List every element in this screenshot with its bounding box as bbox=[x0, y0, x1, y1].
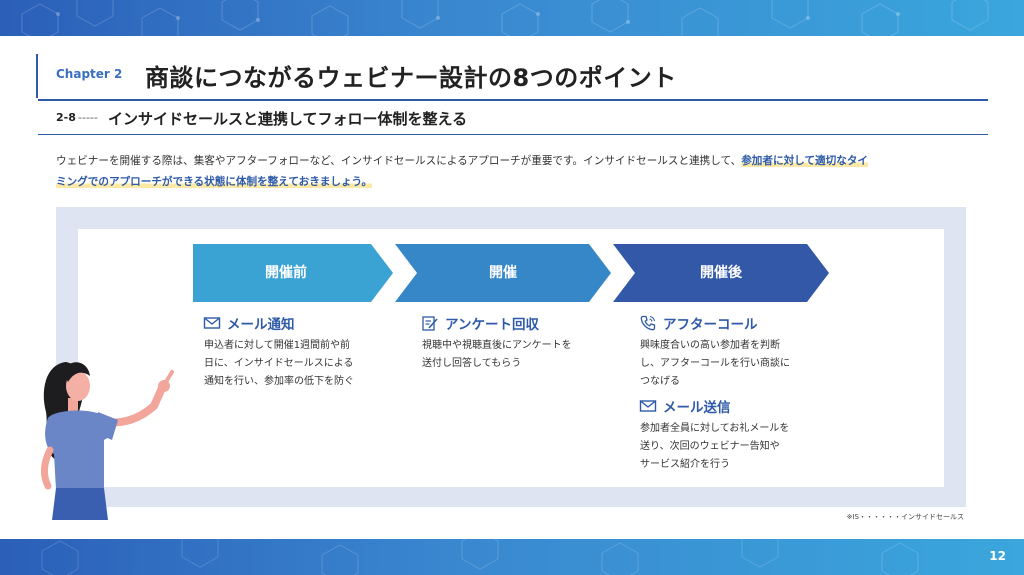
mail-icon bbox=[639, 400, 657, 412]
top-decorative-band bbox=[0, 0, 1024, 36]
description-line: つなげる bbox=[640, 376, 680, 387]
header-divider bbox=[38, 99, 988, 101]
hexagon-pattern-icon bbox=[41, 539, 919, 575]
section-number: 2-8 bbox=[56, 111, 76, 124]
intro-text: ウェビナーを開催する際は、集客やアフターフォローなど、インサイドセールスによるア… bbox=[56, 155, 742, 167]
description-line: 日に、インサイドセールスによる bbox=[204, 358, 354, 369]
hexagon-pattern-icon bbox=[21, 0, 989, 36]
chapter-label: Chapter 2 bbox=[56, 67, 123, 81]
description-line: 送付し回答してもらう bbox=[422, 358, 522, 369]
phase-during: 開催 bbox=[395, 244, 611, 302]
bottom-decorative-band: 12 bbox=[0, 539, 1024, 575]
chevron-arrow-icon bbox=[613, 244, 829, 302]
intro-highlight-2: ミングでのアプローチができる状態に体制を整えておきましょう。 bbox=[56, 176, 373, 188]
survey-description: 視聴中や視聴直後にアンケートを 送付し回答してもらう bbox=[422, 337, 572, 373]
after-call-heading: アフターコール bbox=[639, 313, 758, 333]
phase-during-label: 開催 bbox=[489, 265, 517, 281]
description-line: 興味度合いの高い参加者を判断 bbox=[640, 340, 780, 351]
mail-notice-title: メール通知 bbox=[227, 317, 295, 333]
description-line: 送り、次回のウェビナー告知や bbox=[640, 441, 780, 452]
chapter-accent-bar bbox=[36, 54, 38, 98]
description-line: 申込者に対して開催1週間前や前 bbox=[204, 340, 351, 351]
phase-before-label: 開催前 bbox=[265, 265, 307, 281]
after-call-description: 興味度合いの高い参加者を判断 し、アフターコールを行い商談に つなげる bbox=[640, 337, 790, 391]
description-line: し、アフターコールを行い商談に bbox=[640, 358, 790, 369]
description-line: 参加者全員に対してお礼メールを bbox=[640, 423, 790, 434]
phase-after: 開催後 bbox=[613, 244, 829, 302]
description-line: 視聴中や視聴直後にアンケートを bbox=[422, 340, 572, 351]
description-line: サービス紹介を行う bbox=[640, 459, 730, 470]
section-dashes: ----- bbox=[78, 111, 98, 124]
section-divider bbox=[38, 134, 988, 135]
survey-heading: アンケート回収 bbox=[421, 313, 539, 333]
phase-before: 開催前 bbox=[193, 244, 393, 302]
edit-note-icon bbox=[422, 316, 438, 331]
survey-title: アンケート回収 bbox=[445, 317, 539, 333]
phase-after-label: 開催後 bbox=[700, 265, 742, 281]
chevron-arrow-icon bbox=[193, 244, 393, 302]
mail-icon bbox=[203, 317, 221, 329]
page-number: 12 bbox=[989, 549, 1006, 563]
intro-highlight-1: 参加者に対して適切なタイ bbox=[741, 155, 869, 167]
mail-notice-description: 申込者に対して開催1週間前や前 日に、インサイドセールスによる 通知を行い、参加… bbox=[204, 337, 354, 391]
intro-paragraph: ウェビナーを開催する際は、集客やアフターフォローなど、インサイドセールスによるア… bbox=[56, 151, 976, 193]
phone-icon bbox=[640, 315, 656, 331]
mail-send-description: 参加者全員に対してお礼メールを 送り、次回のウェビナー告知や サービス紹介を行う bbox=[640, 420, 789, 474]
section-title: インサイドセールスと連携してフォロー体制を整える bbox=[108, 110, 468, 128]
mail-send-title: メール送信 bbox=[663, 400, 731, 416]
person-icon bbox=[40, 362, 174, 520]
footnote: ※IS・・・・・・インサイドセールス bbox=[846, 513, 964, 521]
mail-notice-heading: メール通知 bbox=[203, 313, 295, 333]
mail-send-heading: メール送信 bbox=[639, 396, 731, 416]
after-call-title: アフターコール bbox=[663, 317, 758, 333]
description-line: 通知を行い、参加率の低下を防ぐ bbox=[204, 376, 354, 387]
page-title: 商談につながるウェビナー設計の8つのポイント bbox=[145, 64, 677, 92]
pointing-woman-illustration bbox=[26, 350, 186, 524]
chevron-arrow-icon bbox=[395, 244, 611, 302]
